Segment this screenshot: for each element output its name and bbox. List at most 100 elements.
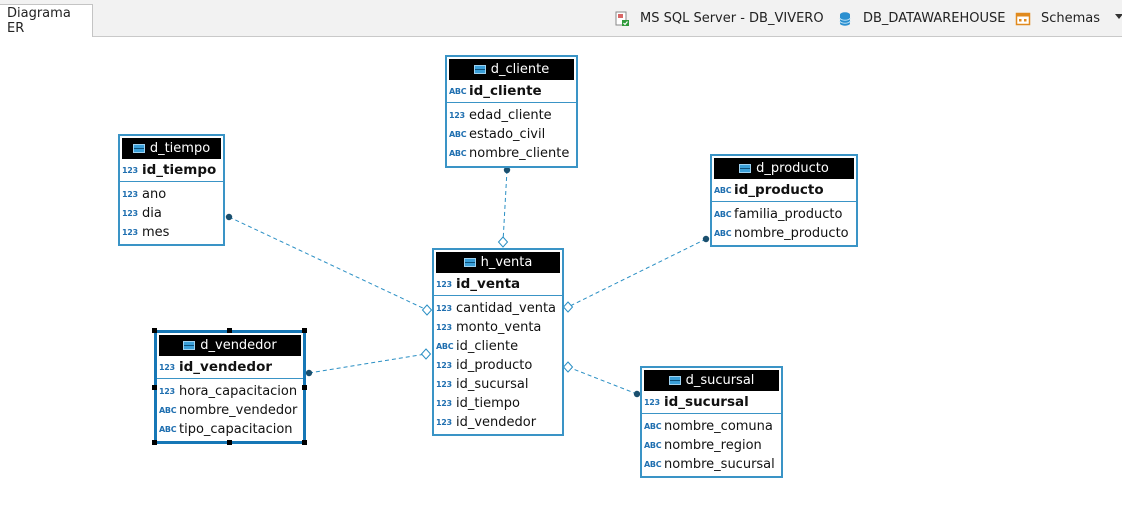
rel-end-diamond xyxy=(420,348,432,360)
schemas-selector[interactable]: Schemas xyxy=(1015,11,1100,27)
column-type-icon: ABC xyxy=(714,229,732,238)
column-type-icon: 123 xyxy=(436,380,452,389)
column-type-icon: 123 xyxy=(122,165,138,175)
entity-header[interactable]: d_vendedor xyxy=(159,335,301,356)
column-name: nombre_sucursal xyxy=(664,457,775,472)
column-name: ano xyxy=(142,187,167,202)
column-type-icon: 123 xyxy=(449,111,465,120)
column-type-icon: ABC xyxy=(644,441,662,450)
column-row[interactable]: 123 id_tiempo xyxy=(434,394,562,413)
resize-handle[interactable] xyxy=(152,328,157,333)
column-name: nombre_region xyxy=(664,438,762,453)
column-name: nombre_producto xyxy=(734,226,849,241)
entity-header[interactable]: d_producto xyxy=(714,158,854,179)
column-type-icon: ABC xyxy=(449,149,467,158)
sql-server-connection-icon xyxy=(615,11,629,26)
entity-title: d_tiempo xyxy=(149,141,211,156)
rel-vendedor-venta[interactable] xyxy=(308,353,427,374)
rel-end-dot xyxy=(702,235,710,243)
resize-handle[interactable] xyxy=(227,328,232,333)
rel-tiempo-venta[interactable] xyxy=(228,216,428,311)
resize-handle[interactable] xyxy=(302,440,307,445)
column-type-icon: 123 xyxy=(159,387,175,396)
rel-end-diamond xyxy=(562,361,574,373)
primary-key-column[interactable]: 123 id_vendedor xyxy=(157,356,303,379)
database-selector[interactable]: DB_DATAWAREHOUSE xyxy=(837,11,1005,27)
editor-toolbar: Diagrama ER MS SQL Server - DB_VIVERO DB… xyxy=(0,0,1122,37)
entity-title: d_vendedor xyxy=(200,338,277,353)
column-name: id_tiempo xyxy=(456,396,520,411)
resize-handle[interactable] xyxy=(227,440,232,445)
tab-diagrama-er[interactable]: Diagrama ER xyxy=(0,4,93,37)
column-row[interactable]: 123 edad_cliente xyxy=(447,106,576,125)
rel-producto-venta[interactable] xyxy=(567,238,707,308)
column-name: edad_cliente xyxy=(469,108,552,123)
database-label: DB_DATAWAREHOUSE xyxy=(863,11,1006,26)
resize-handle[interactable] xyxy=(152,385,157,390)
column-name: tipo_capacitacion xyxy=(179,422,293,437)
column-type-icon: 123 xyxy=(436,279,452,289)
column-row[interactable]: 123 ano xyxy=(120,185,223,204)
entity-header[interactable]: d_cliente xyxy=(449,59,574,80)
column-type-icon: 123 xyxy=(159,362,175,372)
column-type-icon: 123 xyxy=(122,190,138,199)
entity-header[interactable]: d_tiempo xyxy=(122,138,221,159)
column-type-icon: 123 xyxy=(436,418,452,427)
resize-handle[interactable] xyxy=(152,440,157,445)
resize-handle[interactable] xyxy=(302,385,307,390)
table-icon xyxy=(132,144,145,153)
column-name: id_producto xyxy=(734,182,824,198)
column-type-icon: 123 xyxy=(436,399,452,408)
column-name: dia xyxy=(142,206,162,221)
column-name: id_sucursal xyxy=(664,394,749,410)
column-type-icon: ABC xyxy=(436,342,454,351)
rel-cliente-venta[interactable] xyxy=(502,169,508,243)
column-name: id_vendedor xyxy=(179,359,273,375)
chevron-down-icon[interactable] xyxy=(1115,14,1122,19)
entity-header[interactable]: d_sucursal xyxy=(644,370,779,391)
column-name: familia_producto xyxy=(734,207,843,222)
connection-selector[interactable]: MS SQL Server - DB_VIVERO xyxy=(614,11,824,27)
rel-sucursal-venta[interactable] xyxy=(567,366,638,395)
rel-end-diamond xyxy=(421,304,433,316)
entity-header[interactable]: h_venta xyxy=(436,252,560,273)
column-type-icon: ABC xyxy=(714,185,732,195)
resize-handle[interactable] xyxy=(302,328,307,333)
column-name: nombre_comuna xyxy=(664,419,773,434)
column-type-icon: 123 xyxy=(436,361,452,370)
schemas-label: Schemas xyxy=(1041,11,1101,26)
